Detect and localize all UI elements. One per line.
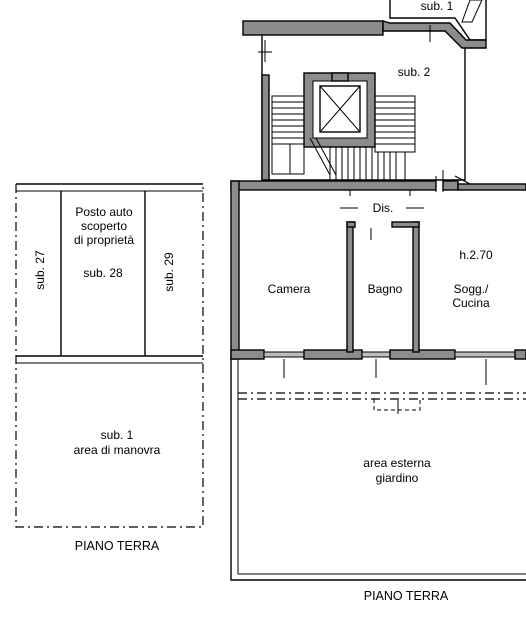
sub-2-label: sub. 2 [398,65,431,79]
sub-29-label: sub. 29 [162,252,176,292]
upper-door-swing [461,0,483,23]
right-plan: sub. 1 sub. 2 [230,0,526,603]
camera-label: Camera [268,282,311,296]
left-floor-title: PIANO TERRA [75,539,160,553]
sub2-left-wall [261,74,270,181]
sub1-upper-wall [382,20,487,49]
area-esterna-label: area esterna [363,456,431,470]
sub-28-label: sub. 28 [83,266,123,280]
sub-27-label: sub. 27 [33,250,47,290]
apartment-walls [230,170,526,360]
bagno-label: Bagno [368,282,403,296]
posto-auto-line-3: di proprietà [74,233,134,247]
posto-auto-line-2: scoperto [81,219,127,233]
cucina-label: Cucina [452,296,490,310]
elevator-x-2 [319,85,361,133]
stairs-right [374,95,416,180]
dis-label: Dis. [373,201,394,215]
soggiorno-label: Sogg./ [454,282,489,296]
posto-auto-line-1: Posto auto [75,205,133,219]
terrace-step [373,399,421,411]
sub-1-upper-label: sub. 1 [421,0,454,13]
core-notch [331,72,349,82]
sub1-upper-outline [389,0,487,41]
height-label: h.2.70 [459,248,493,262]
sub2-top-wall-left [242,20,384,36]
sub-1-left-label: sub. 1 [101,428,134,442]
area-manovra-label: area di manovra [74,443,161,457]
stairs-bottom [309,137,397,180]
right-floor-title: PIANO TERRA [364,589,449,603]
elevator-box [319,85,361,133]
left-plan: Posto auto scoperto di proprietà sub. 28… [15,183,204,553]
garden-boundary [230,359,526,581]
giardino-label: giardino [376,471,419,485]
stairs-left [271,95,305,175]
